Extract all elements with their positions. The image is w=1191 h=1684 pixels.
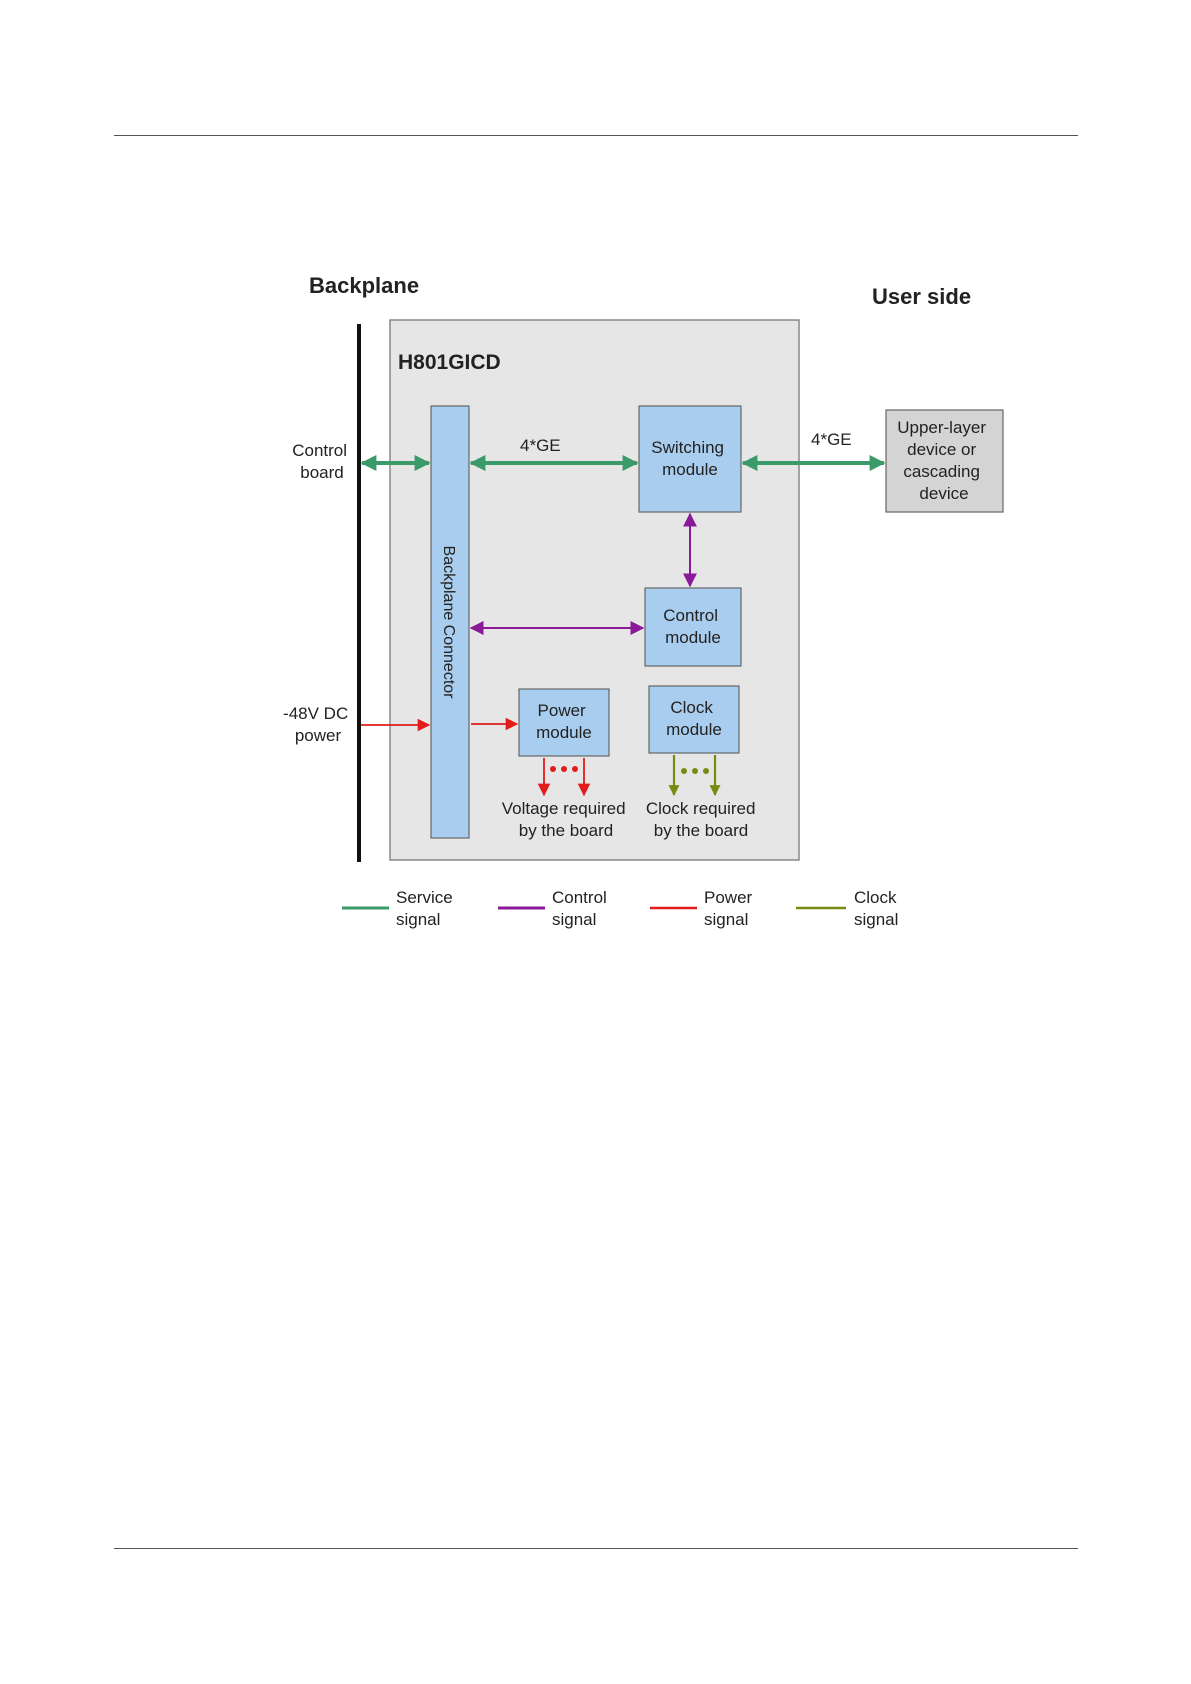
clock-module-line1: Clock xyxy=(670,698,713,717)
control-module-line2: module xyxy=(665,628,721,647)
legend-service-line2: signal xyxy=(396,910,440,929)
power-module-line1: Power xyxy=(538,701,587,720)
clock-module-line2: module xyxy=(666,720,722,739)
control-board-label: Control board xyxy=(292,441,352,482)
legend-clock-line1: Clock xyxy=(854,888,897,907)
switching-module-line1: Switching xyxy=(651,438,724,457)
legend-clock-line2: signal xyxy=(854,910,898,929)
clock-ellipsis xyxy=(681,768,709,774)
power-ellipsis xyxy=(550,766,578,772)
legend-clock-label: Clock signal xyxy=(854,888,901,929)
backplane-connector-label: Backplane Connector xyxy=(440,546,457,700)
control-module-line1: Control xyxy=(663,606,718,625)
clock-required-line2: by the board xyxy=(654,821,749,840)
control-board-line2: board xyxy=(300,463,343,482)
control-module xyxy=(645,588,741,666)
clock-required-line1: Clock required xyxy=(646,799,756,818)
dc-power-line2: power xyxy=(295,726,342,745)
legend-control-label: Control signal xyxy=(552,888,612,929)
legend-service-line1: Service xyxy=(396,888,453,907)
upper-layer-device-line3: cascading xyxy=(903,462,980,481)
dc-power-label: -48V DC power xyxy=(283,704,353,745)
upper-layer-device-line4: device xyxy=(919,484,968,503)
upper-layer-device-line1: Upper-layer xyxy=(897,418,986,437)
dc-power-line1: -48V DC xyxy=(283,704,348,723)
power-module-line2: module xyxy=(536,723,592,742)
legend-power-label: Power signal xyxy=(704,888,757,929)
upper-layer-device-line2: device or xyxy=(907,440,976,459)
switching-module xyxy=(639,406,741,512)
legend-power-line1: Power xyxy=(704,888,753,907)
user-side-title: User side xyxy=(872,284,971,309)
legend-control-line1: Control xyxy=(552,888,607,907)
board-name: H801GICD xyxy=(398,351,501,374)
voltage-required-line1: Voltage required xyxy=(502,799,626,818)
legend-service-label: Service signal xyxy=(396,888,457,929)
legend: Service signal Control signal Power sign… xyxy=(342,888,901,929)
backplane-title: Backplane xyxy=(309,273,419,298)
switching-module-line2: module xyxy=(662,460,718,479)
legend-power-line2: signal xyxy=(704,910,748,929)
link-label-outer: 4*GE xyxy=(811,430,852,449)
link-label-inner: 4*GE xyxy=(520,436,561,455)
voltage-required-line2: by the board xyxy=(519,821,614,840)
legend-control-line2: signal xyxy=(552,910,596,929)
control-board-line1: Control xyxy=(292,441,347,460)
